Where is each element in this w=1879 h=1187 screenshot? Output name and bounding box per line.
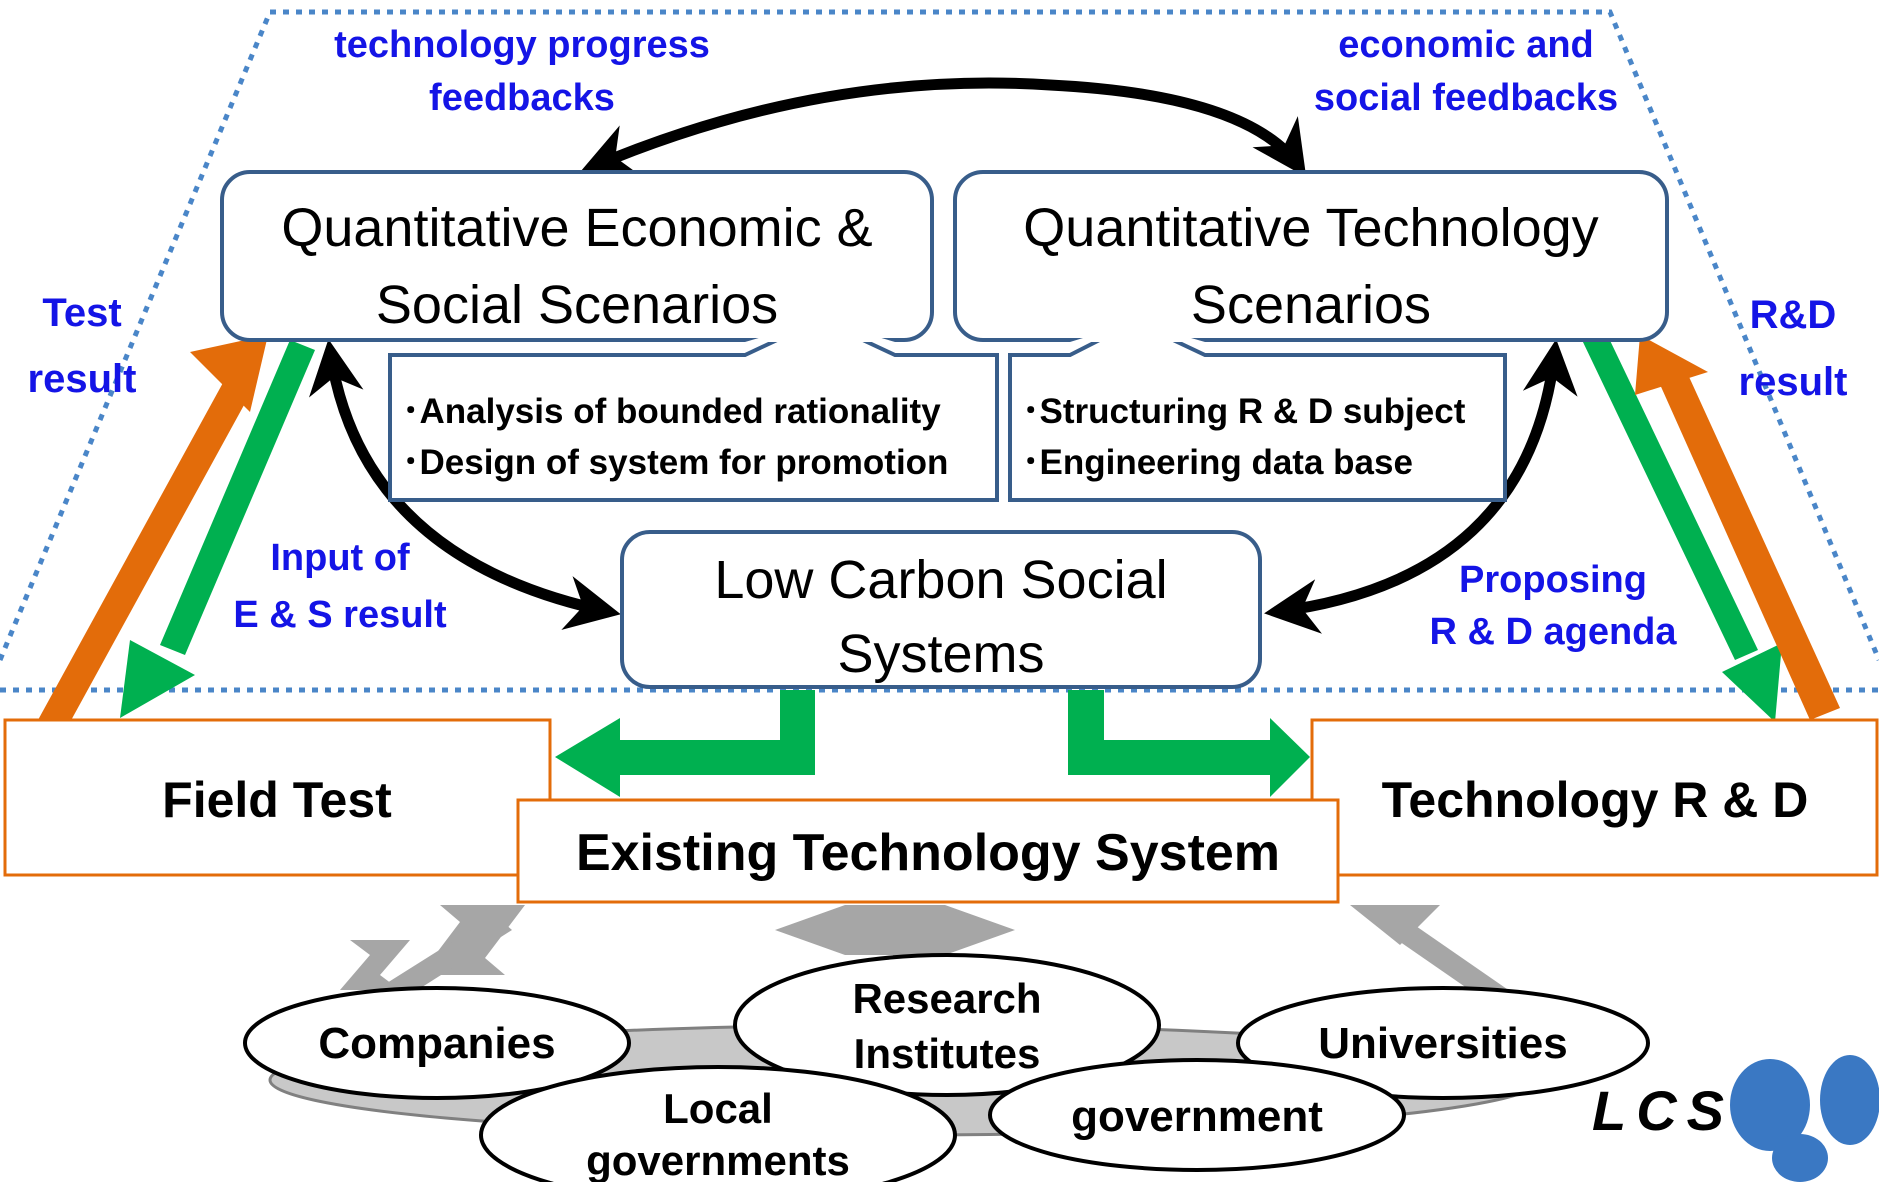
svg-text:result: result — [1739, 360, 1848, 404]
econ-callout-box: ･Analysis of bounded rationality ･Design… — [388, 317, 999, 502]
input-es-result-label: Input of E & S result — [233, 537, 447, 636]
technology-scenarios-box: Quantitative Technology Scenarios — [953, 170, 1669, 342]
government-ellipse: government — [988, 1058, 1406, 1172]
svg-text:Field Test: Field Test — [162, 772, 392, 828]
low-carbon-social-systems-box: Low Carbon Social Systems — [620, 530, 1262, 689]
svg-text:･Engineering data base: ･Engineering data base — [1022, 443, 1413, 482]
svg-text:result: result — [28, 357, 137, 401]
svg-text:LCS: LCS — [1592, 1079, 1734, 1142]
svg-text:economic and: economic and — [1338, 24, 1594, 66]
econ-to-lcs-arrow — [309, 339, 621, 630]
svg-text:social feedbacks: social feedbacks — [1314, 77, 1618, 119]
svg-text:Low Carbon Social: Low Carbon Social — [714, 550, 1167, 610]
svg-text:･Analysis of bounded rational: ･Analysis of bounded rationality — [402, 392, 941, 431]
svg-text:Local: Local — [663, 1085, 773, 1132]
field-test-box: Field Test — [3, 718, 552, 877]
svg-text:Quantitative Technology: Quantitative Technology — [1023, 198, 1598, 258]
svg-text:technology progress: technology progress — [334, 24, 710, 66]
svg-text:Technology R & D: Technology R & D — [1382, 772, 1809, 828]
svg-text:R & D agenda: R & D agenda — [1429, 611, 1677, 653]
test-result-label: Test result — [28, 291, 137, 401]
tech-progress-feedback-label: technology progress feedbacks — [334, 24, 710, 119]
existing-technology-system-box: Existing Technology System — [516, 798, 1340, 904]
svg-text:Universities: Universities — [1318, 1019, 1567, 1068]
feedback-double-arrow — [579, 77, 1307, 178]
upper-region-frame — [0, 9, 1879, 661]
svg-text:･Structuring R & D subject: ･Structuring R & D subject — [1022, 392, 1466, 431]
test-result-arrow — [38, 335, 268, 735]
research-institutes-ellipse: Research Institutes — [733, 953, 1161, 1097]
svg-text:feedbacks: feedbacks — [429, 77, 615, 119]
lcs-to-tech-rd-arrow — [1068, 690, 1310, 797]
svg-text:･Design of system for promotio: ･Design of system for promotion — [402, 443, 948, 482]
svg-text:Proposing: Proposing — [1459, 559, 1647, 601]
svg-text:Companies: Companies — [318, 1019, 555, 1068]
local-governments-ellipse: Local governments — [479, 1065, 957, 1187]
svg-text:Scenarios: Scenarios — [1191, 275, 1431, 335]
input-es-arrow — [120, 340, 315, 718]
svg-text:Social Scenarios: Social Scenarios — [376, 275, 778, 335]
companies-ellipse: Companies — [243, 986, 631, 1100]
technology-rd-box: Technology R & D — [1310, 718, 1879, 877]
econ-social-scenarios-box: Quantitative Economic & Social Scenarios — [220, 170, 934, 342]
svg-text:governments: governments — [586, 1137, 850, 1182]
proposing-rd-arrow — [1582, 330, 1782, 722]
svg-text:R&D: R&D — [1750, 293, 1837, 337]
rd-result-label: R&D result — [1739, 293, 1848, 404]
lcs-logo: LCS — [1592, 1055, 1879, 1182]
svg-text:Research: Research — [852, 975, 1041, 1022]
svg-text:E & S result: E & S result — [233, 594, 447, 636]
svg-text:Systems: Systems — [837, 624, 1044, 684]
tech-callout-box: ･Structuring R & D subject ･Engineering … — [1008, 319, 1507, 502]
svg-text:Quantitative Economic &: Quantitative Economic & — [281, 198, 872, 258]
universities-ellipse: Universities — [1236, 986, 1650, 1100]
proposing-rd-label: Proposing R & D agenda — [1429, 559, 1677, 653]
rd-result-arrow — [1635, 335, 1840, 720]
tech-to-lcs-arrow — [1264, 339, 1578, 634]
svg-text:Test: Test — [42, 291, 121, 335]
svg-text:Existing Technology System: Existing Technology System — [576, 824, 1280, 882]
svg-text:Institutes: Institutes — [854, 1030, 1041, 1077]
econ-social-feedback-label: economic and social feedbacks — [1314, 24, 1618, 119]
lcs-to-field-test-arrow — [555, 690, 815, 797]
svg-text:Input of: Input of — [270, 537, 410, 579]
svg-text:government: government — [1071, 1092, 1323, 1141]
